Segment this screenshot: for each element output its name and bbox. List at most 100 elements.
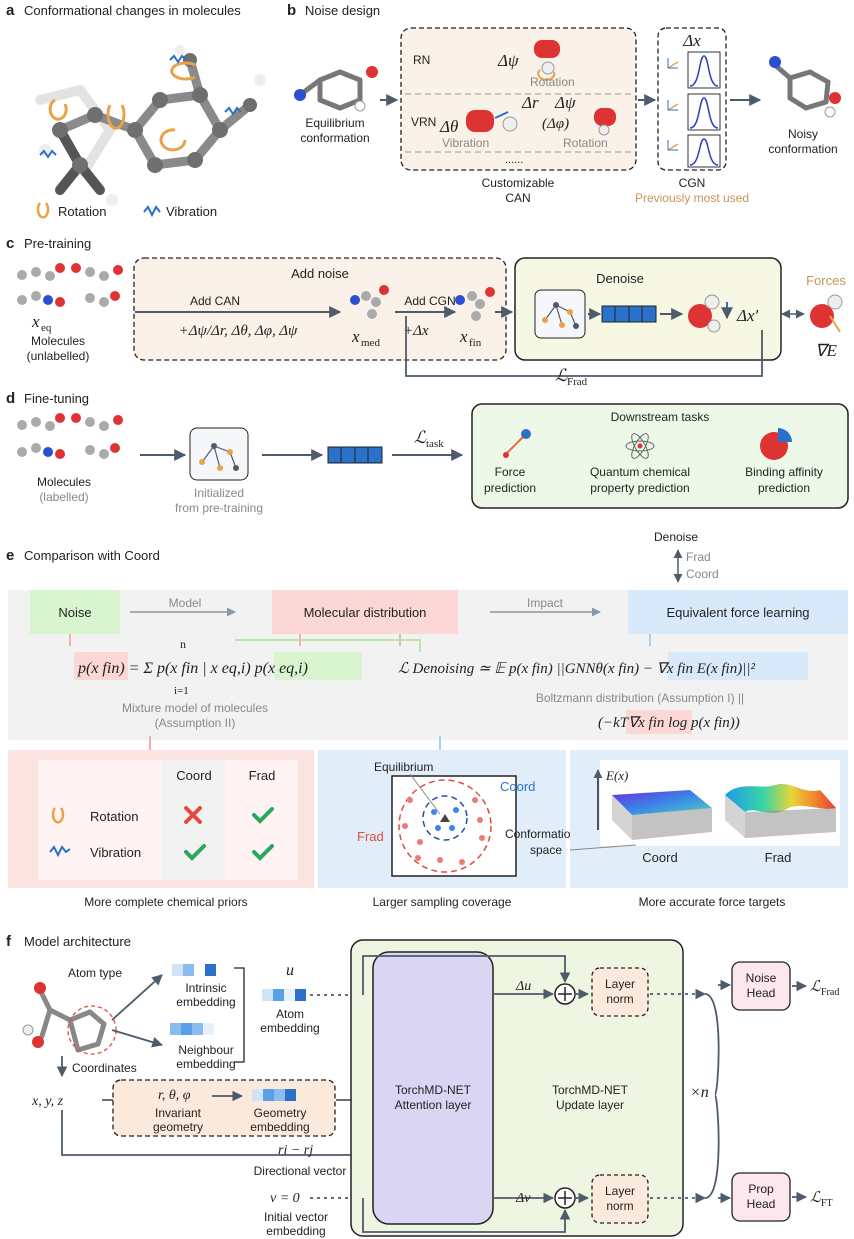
initialized-label: Initialized bbox=[194, 486, 244, 500]
d-x-label: Δx bbox=[682, 31, 701, 50]
previously-used-label: Previously most used bbox=[635, 191, 749, 205]
loss-denoising-formula: ℒ Denoising ≃ 𝔼 p(x fin) ||GNNθ(x fin) −… bbox=[398, 661, 755, 677]
panel-a-title: Conformational changes in molecules bbox=[24, 3, 241, 18]
frad-rotation-check-icon bbox=[252, 807, 274, 824]
panel-a: a Conformational changes in molecules bbox=[6, 2, 266, 219]
u-layer-norm-label-2: norm bbox=[606, 992, 633, 1006]
neighbour-label-2: embedding bbox=[176, 1057, 235, 1071]
surface-frad-label: Frad bbox=[765, 850, 792, 865]
coord-rotation-cross-icon bbox=[184, 806, 202, 824]
loss-task-sub: task bbox=[426, 438, 444, 450]
mixture-label-2: (Assumption II) bbox=[155, 716, 236, 730]
panel-f: f Model architecture Atom type Intrinsic… bbox=[6, 933, 839, 1238]
panel-f-letter: f bbox=[6, 933, 12, 950]
arrow-to-intrinsic bbox=[111, 974, 163, 1021]
r-theta-phi-label: r, θ, φ bbox=[158, 1088, 191, 1103]
loss-ft-sub: FT bbox=[821, 1198, 833, 1209]
cgn-label: CGN bbox=[679, 176, 706, 190]
noise-head-box[interactable] bbox=[731, 961, 791, 1011]
surface-coord-label: Coord bbox=[642, 850, 677, 865]
panel-f-title: Model architecture bbox=[24, 934, 131, 949]
noisy-conformation-label: conformation bbox=[768, 142, 837, 156]
loss-frad-sub: Frad bbox=[567, 376, 588, 388]
panel-e-letter: e bbox=[6, 547, 14, 564]
rotation-molecule-icon bbox=[534, 40, 560, 81]
invariant-label-1: Invariant bbox=[155, 1106, 202, 1120]
update-label-2: Update layer bbox=[556, 1098, 624, 1112]
geometry-label-2: embedding bbox=[250, 1120, 309, 1134]
impact-label: Impact bbox=[527, 596, 564, 610]
vibration-molecule-icon bbox=[466, 110, 518, 132]
boltzmann-formula: (−kT∇x fin log p(x fin)) bbox=[598, 715, 740, 731]
molecule-conformations-illustration bbox=[35, 45, 266, 206]
mixture-formula: p(x fin) = Σ p(x fin | x eq,i) p(x eq,i) bbox=[77, 660, 308, 677]
sum-upper-limit: n bbox=[180, 637, 186, 651]
vibration-legend-icon bbox=[143, 205, 161, 218]
loss-frad-f-label: ℒ bbox=[810, 979, 822, 995]
v0-label: v = 0 bbox=[270, 1191, 300, 1206]
arrow-to-neighbour bbox=[111, 1029, 164, 1048]
head-routing-brace bbox=[704, 993, 720, 1199]
downstream-label: Downstream tasks bbox=[611, 410, 710, 424]
task3-line1: Binding affinity bbox=[745, 465, 823, 479]
task2-line1: Quantum chemical bbox=[590, 465, 690, 479]
vrn-vibration-label: Vibration bbox=[442, 136, 489, 150]
panel-d: d Fine-tuning Molecules (labelled) Initi… bbox=[6, 390, 849, 515]
customizable-label: Customizable bbox=[482, 176, 555, 190]
prop-head-box[interactable] bbox=[731, 1172, 791, 1222]
unlabelled-label: (unlabelled) bbox=[27, 349, 90, 363]
dv-label: Δv bbox=[515, 1191, 531, 1206]
intrinsic-embedding-icon bbox=[172, 964, 216, 976]
frad-top-label: Frad bbox=[686, 550, 711, 564]
init-vec-label-1: Initial vector bbox=[264, 1210, 328, 1224]
can-label: CAN bbox=[505, 191, 530, 205]
panel-c: c Pre-training x eq Molecules (unlabelle… bbox=[6, 235, 846, 388]
u-layer-norm-box bbox=[591, 967, 649, 1017]
predicted-force-molecule-icon bbox=[688, 294, 733, 333]
embedding-vector-icon-d bbox=[327, 446, 383, 464]
geometry-label-1: Geometry bbox=[254, 1106, 307, 1120]
panel-b: b Noise design Equilibrium conformation … bbox=[287, 2, 841, 205]
rotation-molecule-icon-2 bbox=[594, 108, 616, 136]
molecules-labelled-icon bbox=[17, 413, 123, 459]
p-xfin-highlight bbox=[74, 652, 128, 680]
table-vibration-icon bbox=[49, 845, 71, 858]
panel-e-title: Comparison with Coord bbox=[24, 548, 160, 563]
equilibrium-e-label: Equilibrium bbox=[374, 760, 433, 774]
atom-type-label: Atom type bbox=[68, 966, 122, 980]
conf-space-pointer bbox=[569, 844, 637, 851]
rn-label: RN bbox=[413, 53, 430, 67]
embedding-vector-icon bbox=[601, 305, 657, 323]
v-layer-norm-label-2: norm bbox=[606, 1199, 633, 1213]
task1-line2: prediction bbox=[484, 481, 536, 495]
molecules-label: Molecules bbox=[31, 334, 85, 348]
noisy-molecule-icon bbox=[769, 56, 841, 118]
can-box bbox=[400, 27, 637, 171]
xyz-label: x, y, z bbox=[31, 1094, 64, 1109]
v-add-icon bbox=[554, 1187, 576, 1209]
neighbour-embedding-icon bbox=[170, 1023, 214, 1035]
initialized-model-icon bbox=[189, 427, 249, 481]
noise-block bbox=[30, 590, 120, 634]
connector-lines-green bbox=[235, 639, 421, 652]
labelled-label: (labelled) bbox=[39, 490, 88, 504]
neighbour-label-1: Neighbour bbox=[178, 1043, 233, 1057]
vrn-label: VRN bbox=[411, 115, 436, 129]
d-phi-label: (Δφ) bbox=[542, 116, 569, 132]
du-label: Δu bbox=[515, 979, 531, 994]
task2-line2: property prediction bbox=[590, 481, 689, 495]
pie-chart-icon bbox=[760, 428, 792, 460]
loss-task-label: ℒ bbox=[414, 428, 427, 447]
sum-lower-limit: i=1 bbox=[174, 685, 189, 697]
u-label: u bbox=[286, 962, 294, 979]
rotation-legend-icon bbox=[36, 202, 50, 219]
molecules-unlabelled-icon bbox=[17, 263, 123, 307]
loss-frad-f-sub: Frad bbox=[821, 987, 839, 998]
coord-vibration-check-icon bbox=[184, 844, 206, 861]
boltzmann-label: Boltzmann distribution (Assumption I) || bbox=[536, 691, 744, 705]
table-rotation-icon bbox=[51, 807, 65, 824]
noise-head-label-2: Head bbox=[747, 986, 776, 1000]
forces-label: Forces bbox=[806, 273, 846, 288]
mol-dist-block bbox=[272, 590, 458, 634]
frad-energy-surface bbox=[725, 783, 836, 838]
